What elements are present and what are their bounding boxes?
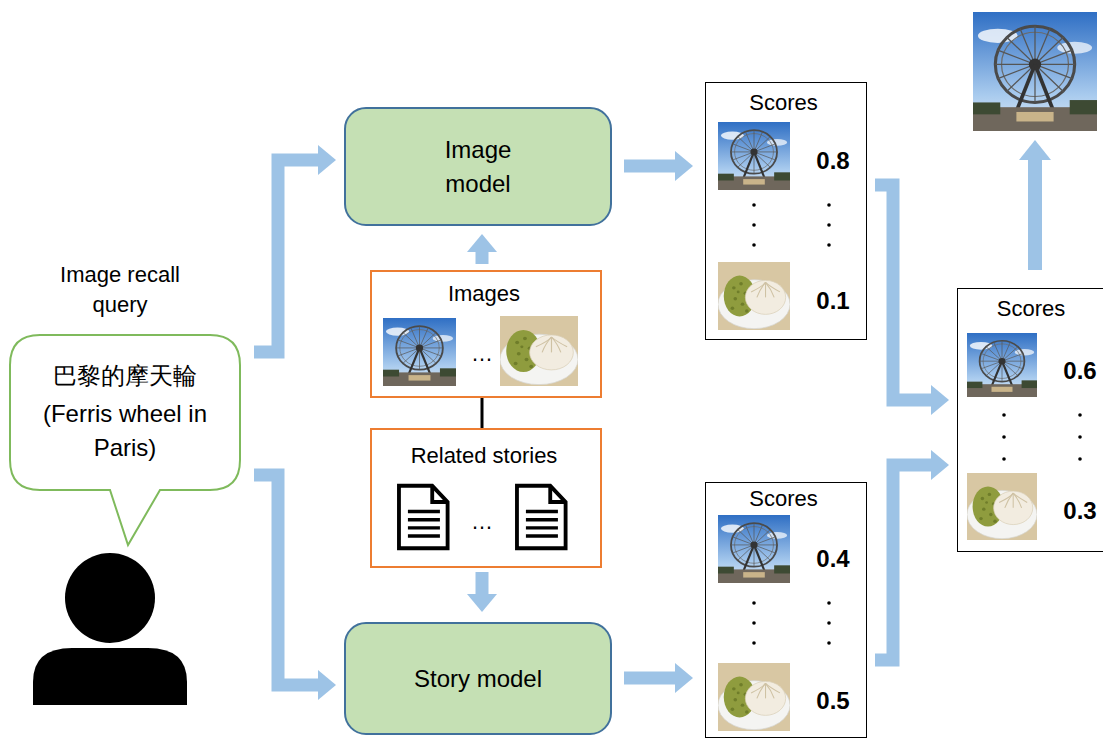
ferris-photo xyxy=(383,318,456,386)
node-title: Related stories xyxy=(372,442,596,470)
story-documents xyxy=(399,486,566,549)
node-title: Images xyxy=(372,280,596,308)
flow-arrow xyxy=(875,185,949,415)
result-arrow xyxy=(1019,140,1051,270)
flow-arrow xyxy=(254,475,336,700)
result-photo xyxy=(973,12,1097,131)
node-title: Scores xyxy=(706,89,861,117)
document-icon xyxy=(399,486,448,549)
node-title: Image recall query xyxy=(45,260,195,320)
node-text: 0.3 xyxy=(1060,497,1100,525)
ferris-photo xyxy=(718,122,790,190)
node-title: Scores xyxy=(958,295,1103,323)
score-thumbnails xyxy=(718,122,1037,731)
node-text: … xyxy=(468,508,496,536)
node-text: … xyxy=(468,340,496,368)
node-text: 0.6 xyxy=(1060,357,1100,385)
image-thumbnails xyxy=(383,316,578,386)
flow-arrow xyxy=(254,145,336,352)
ferris-photo xyxy=(718,515,790,583)
node-title: Story model xyxy=(413,662,543,696)
score-list: Scores 0.8 0.1 xyxy=(705,82,867,340)
data-box: Related stories … xyxy=(370,428,602,568)
document-icon xyxy=(517,486,566,549)
node-text: (Ferris wheel in Paris) xyxy=(25,397,225,465)
ferris-photo xyxy=(973,12,1097,131)
speech-bubble: Image recall query巴黎的摩天輪(Ferris wheel in… xyxy=(10,335,246,490)
model-box: Image model xyxy=(344,107,612,226)
node-text: 0.8 xyxy=(810,147,856,175)
food-photo xyxy=(718,262,790,330)
node-text: 0.1 xyxy=(810,287,856,315)
node-text: 巴黎的摩天輪 xyxy=(10,361,240,391)
score-list: Scores 0.6 0.3 xyxy=(957,288,1103,552)
food-photo xyxy=(718,663,790,731)
flow-arrow xyxy=(467,234,497,264)
data-box: Images … xyxy=(370,270,602,398)
flow-arrow xyxy=(624,151,693,181)
model-box: Story model xyxy=(344,622,612,735)
food-photo xyxy=(967,473,1037,540)
person-icon xyxy=(33,553,187,705)
ferris-photo xyxy=(967,333,1037,397)
score-list: Scores 0.4 0.5 xyxy=(705,482,867,738)
node-title: Image model xyxy=(413,133,543,201)
node-text: 0.4 xyxy=(810,545,856,573)
link-line xyxy=(482,398,483,428)
node-text: 0.5 xyxy=(810,687,856,715)
node-title: Scores xyxy=(706,485,861,513)
flow-arrow xyxy=(467,572,497,612)
food-photo xyxy=(500,316,578,386)
flow-arrow xyxy=(875,450,949,660)
flow-arrow xyxy=(624,663,693,693)
